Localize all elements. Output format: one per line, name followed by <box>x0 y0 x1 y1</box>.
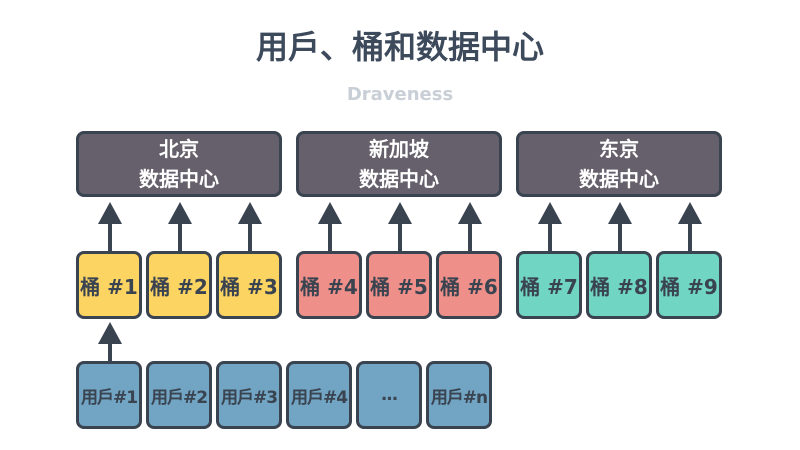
user-4: 用戶#4 <box>286 361 352 429</box>
bucket-5: 桶 #5 <box>366 251 432 319</box>
arrow-bucket5-to-singapore <box>388 202 412 251</box>
user-n: 用戶#n <box>426 361 492 429</box>
user-ellipsis: ... <box>356 361 422 429</box>
bucket-2: 桶 #2 <box>146 251 212 319</box>
arrow-bucket7-to-tokyo <box>538 202 562 251</box>
arrow-bucket4-to-singapore <box>318 202 342 251</box>
bucket-9: 桶 #9 <box>656 251 722 319</box>
bucket-4: 桶 #4 <box>296 251 362 319</box>
arrow-user1-to-bucket1 <box>98 322 122 361</box>
arrow-bucket2-to-beijing <box>168 202 192 251</box>
user-1: 用戶#1 <box>76 361 142 429</box>
arrow-bucket6-to-singapore <box>458 202 482 251</box>
bucket-1: 桶 #1 <box>76 251 142 319</box>
bucket-6: 桶 #6 <box>436 251 502 319</box>
arrow-bucket1-to-beijing <box>98 202 122 251</box>
arrow-bucket3-to-beijing <box>238 202 262 251</box>
user-2: 用戶#2 <box>146 361 212 429</box>
arrow-bucket9-to-tokyo <box>678 202 702 251</box>
datacenter-tokyo: 东京 数据中心 <box>516 131 722 197</box>
datacenter-name: 北京 <box>159 137 199 161</box>
datacenter-singapore: 新加坡 数据中心 <box>296 131 502 197</box>
diagram-title: 用戶、桶和数据中心 <box>255 28 544 66</box>
datacenter-label: 数据中心 <box>579 167 659 191</box>
datacenter-beijing: 北京 数据中心 <box>76 131 282 197</box>
bucket-7: 桶 #7 <box>516 251 582 319</box>
datacenter-label: 数据中心 <box>359 167 439 191</box>
bucket-8: 桶 #8 <box>586 251 652 319</box>
user-3: 用戶#3 <box>216 361 282 429</box>
bucket-3: 桶 #3 <box>216 251 282 319</box>
datacenter-name: 新加坡 <box>369 137 429 161</box>
datacenter-name: 东京 <box>599 137 639 161</box>
datacenter-label: 数据中心 <box>139 167 219 191</box>
diagram-subtitle: Draveness <box>346 84 454 105</box>
arrow-bucket8-to-tokyo <box>608 202 632 251</box>
